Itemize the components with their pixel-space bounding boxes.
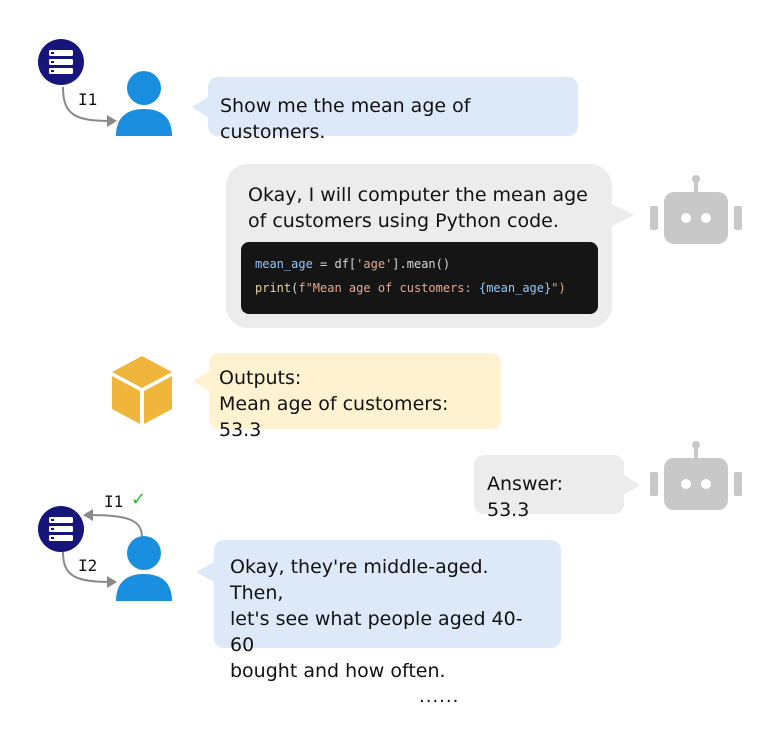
outputs-title: Outputs: <box>219 367 302 389</box>
code-line-2: print(f"Mean age of customers: {mean_age… <box>255 281 566 295</box>
interaction-label-i2: I2 <box>78 556 98 575</box>
user-message-2-line-1: Okay, they're middle-aged. Then, <box>230 556 489 604</box>
interaction-label-i1-prev: I1 <box>104 492 124 511</box>
code-line-1: mean_age = df['age'].mean() <box>255 257 451 271</box>
robot-icon <box>650 175 742 244</box>
user-icon <box>116 71 172 136</box>
retrieve-arrow <box>62 86 117 127</box>
outputs-line: Mean age of customers: 53.3 <box>219 393 449 441</box>
user-message-2-line-3: bought and how often. <box>230 660 446 682</box>
interaction-label-i1: I1 <box>78 90 98 109</box>
outputs-bubble: Outputs: Mean age of customers: 53.3 <box>193 353 501 441</box>
robot-icon-2 <box>650 441 742 510</box>
assistant-message-line-2: of customers using Python code. <box>248 210 559 232</box>
database-icon-2 <box>38 506 84 552</box>
check-icon: ✓ <box>131 489 147 510</box>
user-message-2-line-2: let's see what people aged 40-60 <box>230 608 523 656</box>
answer-text: Answer: 53.3 <box>487 473 564 521</box>
answer-bubble: Answer: 53.3 <box>474 455 640 521</box>
continuation-ellipsis: ...... <box>419 686 460 707</box>
assistant-message-line-1: Okay, I will computer the mean age <box>248 184 588 206</box>
box-icon <box>112 356 172 424</box>
user-message-text: Show me the mean age of customers. <box>220 95 471 143</box>
store-arrow <box>83 509 143 538</box>
retrieve-arrow-2 <box>62 552 117 588</box>
code-block: mean_age = df['age'].mean() print(f"Mean… <box>241 242 598 314</box>
user-message-bubble-2: Okay, they're middle-aged. Then, let's s… <box>196 540 561 682</box>
database-icon <box>38 39 84 85</box>
user-message-bubble-1: Show me the mean age of customers. <box>192 77 578 143</box>
user-icon-2 <box>116 536 172 601</box>
